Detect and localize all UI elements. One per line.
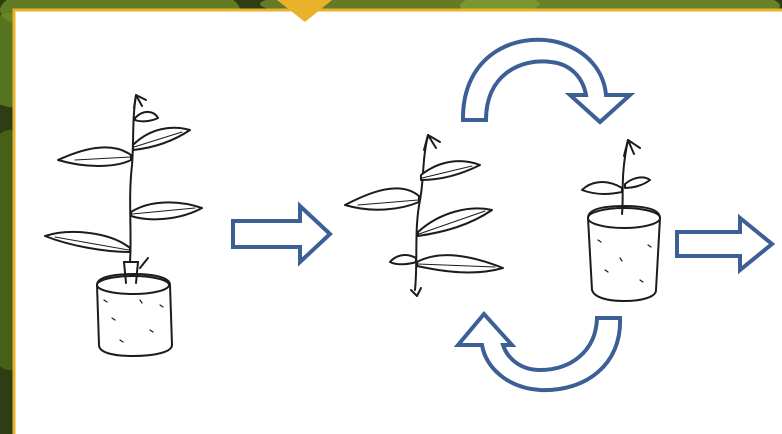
down-chevron-tab-icon (277, 0, 332, 22)
curved-arrow-bottom-icon (453, 310, 623, 393)
curved-arrow-clockwise-top-icon (460, 37, 636, 125)
panel-frame (12, 8, 782, 434)
rooted-cutting-in-plug-icon (44, 94, 203, 357)
shoot-in-plug-icon (581, 139, 661, 302)
right-arrow-icon (231, 201, 333, 267)
right-arrow-icon (675, 213, 776, 275)
stem-cutting-icon (344, 134, 504, 297)
